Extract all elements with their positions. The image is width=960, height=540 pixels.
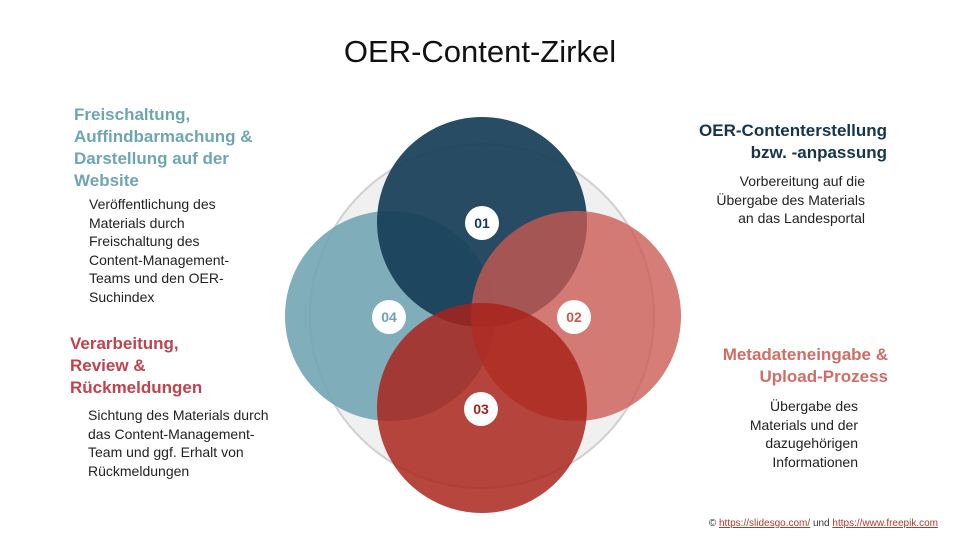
copyright-symbol: © bbox=[708, 518, 717, 529]
badge-03-label: 03 bbox=[473, 401, 489, 417]
heading-line: Auffindbarmachung & bbox=[74, 127, 253, 146]
section-04-description: Veröffentlichung des Materials durch Fre… bbox=[89, 195, 274, 306]
section-02-metadateneingabe: Metadateneingabe & Upload-Prozess Überga… bbox=[640, 344, 888, 471]
desc-line: Materials durch bbox=[89, 214, 185, 231]
section-02-heading: Metadateneingabe & Upload-Prozess bbox=[640, 344, 888, 388]
heading-line: Rückmeldungen bbox=[70, 378, 203, 397]
page-title: OER-Content-Zirkel bbox=[343, 34, 617, 69]
heading-line: Darstellung auf der bbox=[74, 149, 229, 168]
badge-01: 01 bbox=[465, 206, 499, 240]
desc-line: Sichtung des Materials durch bbox=[88, 407, 269, 423]
credit-joiner: und bbox=[812, 518, 830, 529]
credit-line: © https://slidesgo.com/ und https://www.… bbox=[709, 518, 938, 529]
heading-line: Website bbox=[74, 171, 139, 190]
section-03-description: Sichtung des Materials durch das Content… bbox=[88, 406, 303, 480]
desc-line: Rückmeldungen bbox=[88, 462, 190, 479]
badge-02: 02 bbox=[557, 300, 591, 334]
badge-01-label: 01 bbox=[474, 215, 490, 231]
heading-line: Upload-Prozess bbox=[759, 367, 888, 386]
badge-04-label: 04 bbox=[381, 309, 397, 325]
heading-line: Review & bbox=[70, 356, 146, 375]
section-01-description: Vorbereitung auf die Übergabe des Materi… bbox=[685, 172, 865, 228]
desc-line: an das Landesportal bbox=[738, 210, 865, 226]
desc-line: Suchindex bbox=[89, 288, 155, 305]
desc-line: Veröffentlichung des bbox=[89, 196, 216, 212]
badge-02-label: 02 bbox=[566, 309, 582, 325]
heading-line: bzw. -anpassung bbox=[750, 143, 887, 162]
section-03-verarbeitung: Verarbeitung, Review & Rückmeldungen Sic… bbox=[70, 333, 310, 480]
section-04-heading: Freischaltung, Auffindbarmachung & Darst… bbox=[74, 104, 324, 192]
desc-line: Übergabe des bbox=[770, 398, 858, 414]
desc-line: Vorbereitung auf die bbox=[739, 173, 865, 189]
section-01-contenterstellung: OER-Contenterstellung bzw. -anpassung Vo… bbox=[620, 120, 887, 228]
heading-line: Freischaltung, bbox=[74, 105, 191, 124]
heading-line: OER-Contenterstellung bbox=[699, 121, 887, 140]
desc-line: Freischaltung des bbox=[89, 233, 200, 249]
section-02-description: Übergabe des Materials und der dazugehör… bbox=[708, 397, 858, 471]
slidesgo-link[interactable]: https://slidesgo.com/ bbox=[719, 518, 811, 529]
desc-line: das Content-Management- bbox=[88, 425, 255, 442]
section-04-freischaltung: Freischaltung, Auffindbarmachung & Darst… bbox=[74, 104, 324, 306]
desc-line: Informationen bbox=[772, 453, 858, 470]
freepik-link[interactable]: https://www.freepik.com bbox=[832, 518, 938, 529]
section-01-heading: OER-Contenterstellung bzw. -anpassung bbox=[620, 120, 887, 164]
section-03-heading: Verarbeitung, Review & Rückmeldungen bbox=[70, 333, 310, 399]
heading-line: Metadateneingabe & bbox=[722, 345, 888, 364]
heading-line: Verarbeitung, bbox=[70, 334, 179, 353]
desc-line: Team und ggf. Erhalt von bbox=[88, 444, 244, 460]
desc-line: Materials und der bbox=[749, 416, 858, 433]
desc-line: Übergabe des Materials bbox=[716, 191, 865, 208]
desc-line: dazugehörigen bbox=[765, 435, 858, 451]
desc-line: Teams und den OER- bbox=[89, 270, 224, 286]
badge-04: 04 bbox=[372, 300, 406, 334]
desc-line: Content-Management- bbox=[89, 251, 230, 268]
badge-03: 03 bbox=[464, 392, 498, 426]
